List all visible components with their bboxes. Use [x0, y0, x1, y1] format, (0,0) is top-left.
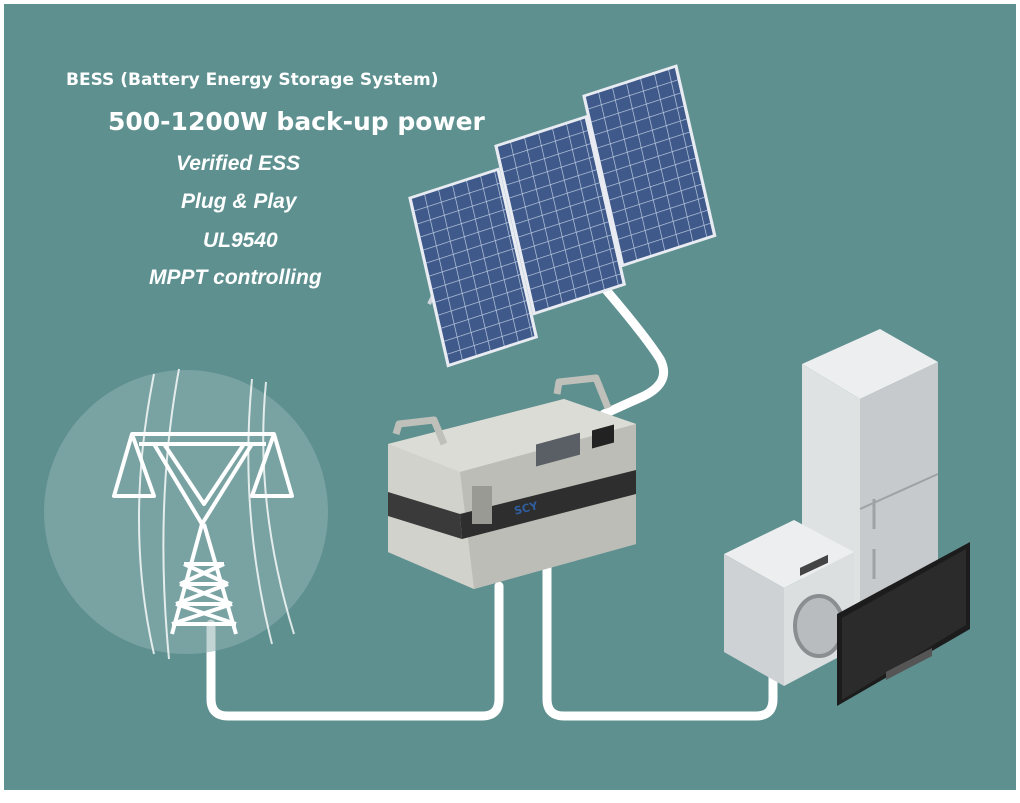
solar-panel-icon [408, 64, 717, 368]
power-tower-icon [44, 368, 328, 660]
cables [206, 279, 778, 721]
washing-machine-icon [724, 520, 854, 686]
feature-mppt: MPPT controlling [149, 266, 322, 289]
power-rating: 500-1200W back-up power [108, 107, 485, 136]
diagram-title: BESS (Battery Energy Storage System) [66, 70, 439, 90]
television-icon [837, 542, 970, 706]
diagram-canvas: BESS (Battery Energy Storage System) 500… [4, 4, 1016, 790]
feature-ul9540: UL9540 [203, 229, 278, 252]
feature-plug-and-play: Plug & Play [181, 190, 297, 213]
battery-icon [388, 374, 636, 589]
grid-cable [206, 581, 504, 721]
illustration [44, 64, 970, 721]
solar-cable [596, 279, 668, 419]
feature-verified-ess: Verified ESS [176, 152, 301, 175]
appliance-cable [542, 559, 778, 721]
